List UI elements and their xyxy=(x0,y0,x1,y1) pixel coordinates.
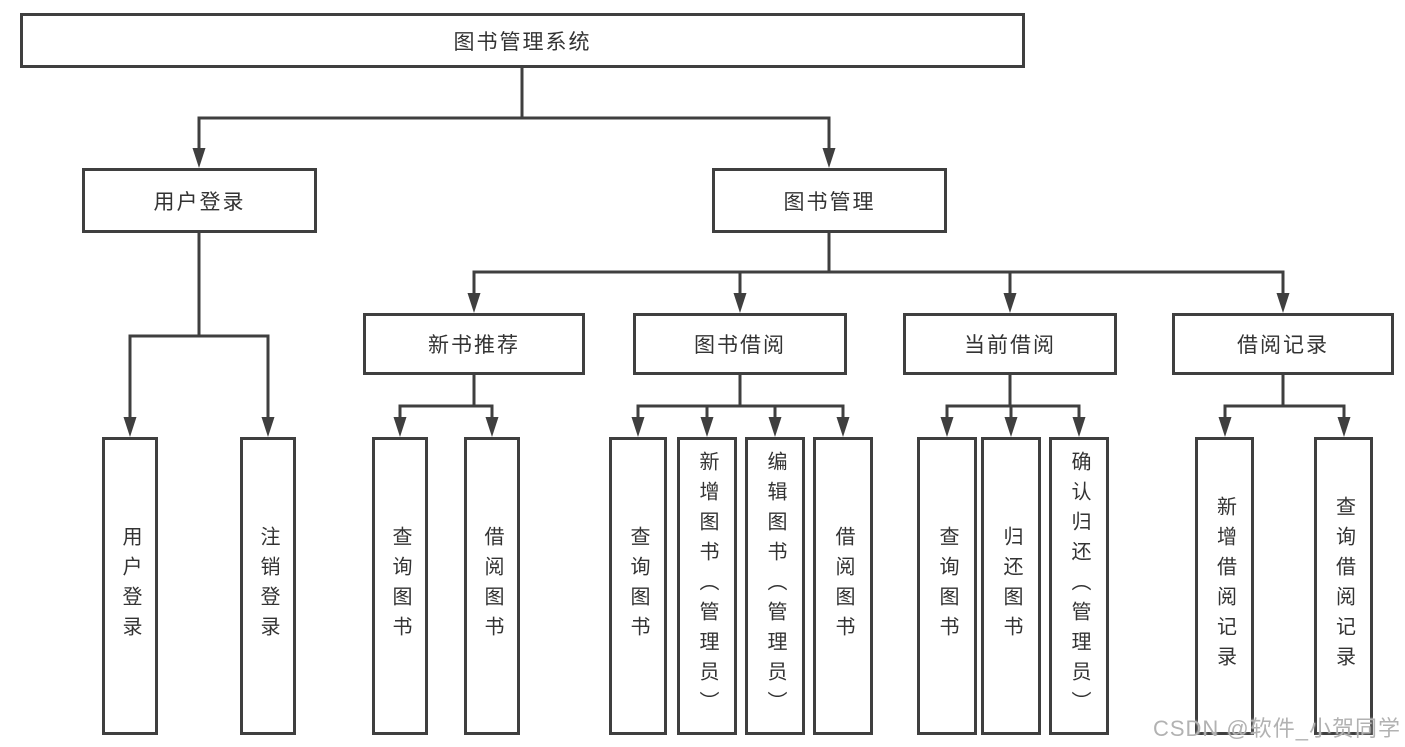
node-label: 用户登录 xyxy=(153,190,246,214)
connector-current-borrowing xyxy=(945,375,1081,419)
node-current-borrowing: 当前借阅 xyxy=(903,313,1117,375)
connector-book-borrowing xyxy=(636,375,845,419)
node-book-borrowing: 图书借阅 xyxy=(633,313,847,375)
node-label: 当前借阅 xyxy=(964,334,1056,357)
leaf-query-books-recommend: 查询图书 xyxy=(372,437,428,735)
node-label: 借阅图书 xyxy=(832,526,854,646)
node-label: 图书管理 xyxy=(783,190,876,214)
node-label: 查询图书 xyxy=(627,526,649,646)
leaf-confirm-return-admin: 确认归还（管理员） xyxy=(1049,437,1109,735)
node-label: 注销登录 xyxy=(257,526,279,646)
connector-book-management xyxy=(472,233,1285,295)
node-label: 查询图书 xyxy=(389,526,411,646)
node-label: 归还图书 xyxy=(1000,526,1022,646)
leaf-logout: 注销登录 xyxy=(240,437,296,735)
node-label: 借阅图书 xyxy=(481,526,503,646)
leaf-add-books-admin: 新增图书（管理员） xyxy=(677,437,737,735)
node-borrowing-records: 借阅记录 xyxy=(1172,313,1394,375)
leaf-query-books-current: 查询图书 xyxy=(917,437,977,735)
node-label: 用户登录 xyxy=(119,526,141,646)
node-label: 图书管理系统 xyxy=(453,30,592,54)
leaf-borrow-books-recommend: 借阅图书 xyxy=(464,437,520,735)
node-label: 查询借阅记录 xyxy=(1332,496,1355,676)
connector-new-book-recommendation xyxy=(398,375,494,419)
node-label: 新增图书（管理员） xyxy=(696,451,718,721)
leaf-edit-books-admin: 编辑图书（管理员） xyxy=(745,437,805,735)
node-library-management-system: 图书管理系统 xyxy=(20,13,1025,68)
leaf-add-borrow-record: 新增借阅记录 xyxy=(1195,437,1254,735)
node-label: 借阅记录 xyxy=(1237,334,1329,357)
node-book-management: 图书管理 xyxy=(712,168,947,233)
node-label: 编辑图书（管理员） xyxy=(764,451,786,721)
leaf-return-books: 归还图书 xyxy=(981,437,1041,735)
leaf-query-borrow-record: 查询借阅记录 xyxy=(1314,437,1373,735)
node-user-login: 用户登录 xyxy=(82,168,317,233)
connector-root xyxy=(197,68,831,150)
node-label: 确认归还（管理员） xyxy=(1068,451,1090,721)
connector-user-login xyxy=(128,233,270,419)
leaf-query-books-borrowing: 查询图书 xyxy=(609,437,667,735)
node-new-book-recommendation: 新书推荐 xyxy=(363,313,585,375)
node-label: 新增借阅记录 xyxy=(1213,496,1236,676)
connector-borrowing-records xyxy=(1223,375,1346,419)
node-label: 查询图书 xyxy=(936,526,958,646)
csdn-watermark: CSDN @软件_小贺同学 xyxy=(1152,716,1401,741)
leaf-borrow-books: 借阅图书 xyxy=(813,437,873,735)
node-label: 新书推荐 xyxy=(428,334,520,357)
node-label: 图书借阅 xyxy=(694,334,786,357)
leaf-user-login: 用户登录 xyxy=(102,437,158,735)
